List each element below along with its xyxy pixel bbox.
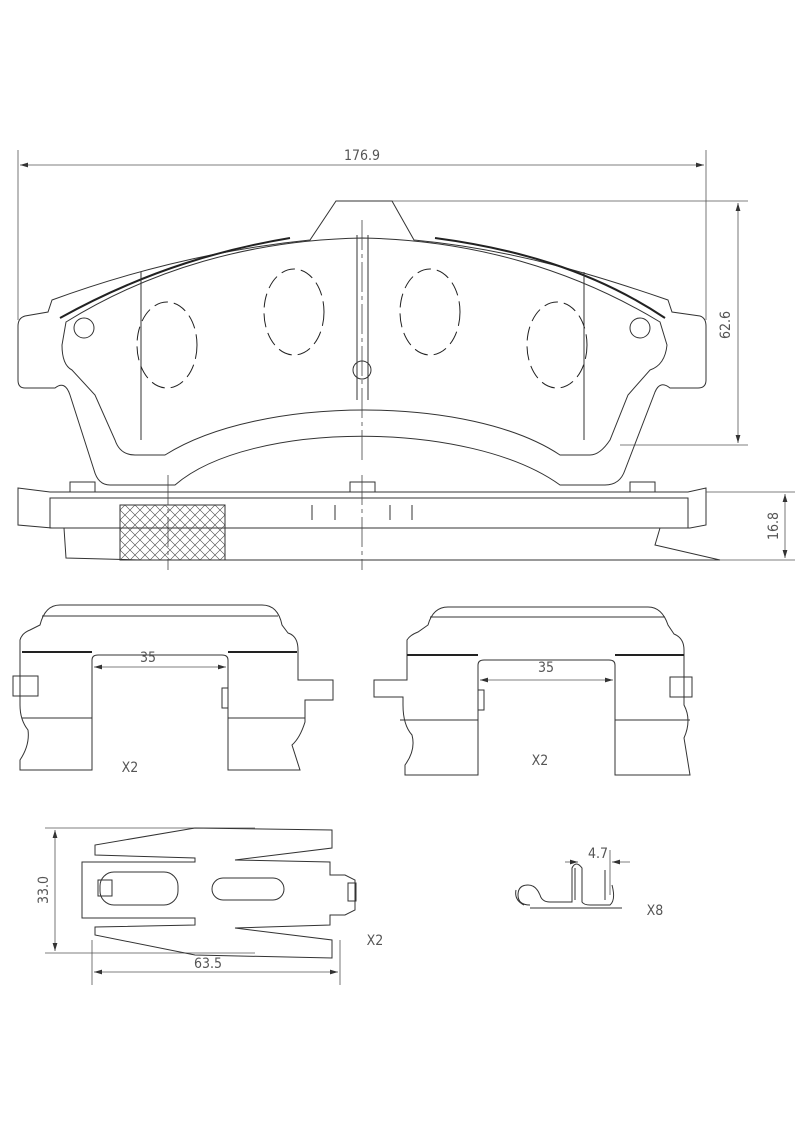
clip-left-quantity: X2 bbox=[122, 760, 139, 776]
clip-right-quantity: X2 bbox=[532, 753, 549, 769]
clip-right-opening-label: 35 bbox=[538, 660, 554, 676]
shim-height-label: 33.0 bbox=[36, 876, 52, 904]
shim-width-label: 63.5 bbox=[194, 956, 222, 972]
piston-circle bbox=[263, 268, 325, 356]
pad-width-label: 176.9 bbox=[344, 148, 380, 164]
pad-side-view: 16.8 bbox=[17, 475, 795, 570]
piston-circle bbox=[399, 268, 461, 356]
clip-right: 35 X2 bbox=[373, 606, 693, 776]
clip-left-opening-label: 35 bbox=[140, 650, 156, 666]
pad-height-label: 62.6 bbox=[718, 311, 734, 339]
pad-thickness-label: 16.8 bbox=[766, 512, 782, 540]
shim-quantity: X2 bbox=[367, 933, 384, 949]
piston-circle bbox=[136, 301, 198, 389]
spring-width-label: 4.7 bbox=[588, 846, 608, 862]
clip-left: 35 X2 bbox=[12, 604, 334, 776]
spring-quantity: X8 bbox=[647, 903, 664, 919]
pad-front-view: 176.9 62.6 bbox=[17, 148, 748, 486]
spring-clip: 4.7 X8 bbox=[515, 846, 664, 919]
piston-circle bbox=[526, 301, 588, 389]
shim-plate: 33.0 63.5 X2 bbox=[36, 827, 384, 985]
